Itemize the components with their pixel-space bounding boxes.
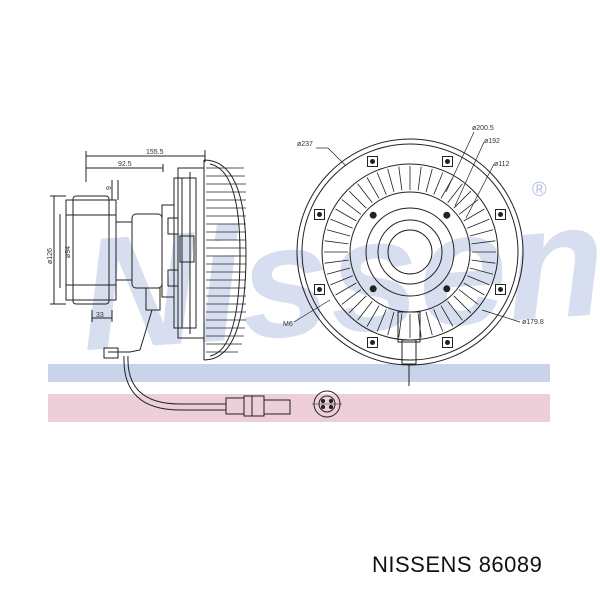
mounting-lug [442, 337, 453, 348]
fin-line [326, 267, 351, 275]
fin-line [335, 282, 357, 296]
fin-line [440, 305, 454, 327]
fin-line [366, 305, 380, 327]
mounting-lug [442, 156, 453, 167]
fin-line [425, 168, 433, 193]
fin-line [324, 240, 349, 245]
mounting-lug [314, 284, 325, 295]
dim-m6: M6 [283, 321, 293, 328]
fin-line [471, 240, 496, 245]
fin-line [425, 311, 433, 336]
fin-line [335, 208, 357, 222]
fin-line [326, 229, 351, 237]
mounting-lug [495, 284, 506, 295]
side-view [50, 150, 342, 418]
dim-33: 33 [96, 312, 104, 319]
dim-92-5: 92.5 [118, 161, 132, 168]
fin-line [324, 259, 349, 264]
watermark-pink-band [48, 394, 550, 422]
fin-line [387, 168, 395, 193]
fin-line [447, 183, 463, 204]
dim-112: ø112 [494, 161, 510, 168]
dim-9: 9 [106, 186, 113, 190]
fin-line [447, 300, 463, 321]
fin-line [463, 208, 485, 222]
leader-lines [293, 131, 521, 323]
bolt-hole [317, 212, 322, 217]
dim-192: ø192 [484, 138, 500, 145]
fin-line [469, 267, 494, 275]
bolt-hole [445, 159, 450, 164]
dimension-labels: 155.5 92.5 9 ø126 ø94 33 ø237 ø200.5 ø19… [47, 125, 544, 328]
fin-line [463, 282, 485, 296]
mounting-lug [314, 209, 325, 220]
fin-line [341, 289, 362, 305]
fin-line [467, 275, 490, 286]
dim-94: ø94 [65, 246, 72, 258]
bolt-hole [498, 212, 503, 217]
bolt-hole [370, 159, 375, 164]
fin-line [357, 183, 373, 204]
fin-line [433, 172, 444, 195]
dim-179-8: ø179.8 [522, 319, 544, 326]
fin-line [387, 311, 395, 336]
fin-line [458, 289, 479, 305]
fin-line [330, 218, 353, 229]
fin-line [467, 218, 490, 229]
hub-bolt [369, 211, 377, 219]
fin-line [376, 172, 387, 195]
hub-bolt [369, 285, 377, 293]
hub-bolt [443, 211, 451, 219]
fin-line [433, 309, 444, 332]
mounting-lug [367, 337, 378, 348]
watermark-trademark: ® [532, 179, 547, 201]
fin-line [357, 300, 373, 321]
dim-126: ø126 [47, 248, 54, 264]
fin-line [453, 295, 472, 314]
fin-line [376, 309, 387, 332]
fin-line [348, 295, 367, 314]
watermark-blue-band [48, 364, 550, 382]
fin-line [453, 190, 472, 209]
fin-line [471, 259, 496, 264]
fin-line [341, 199, 362, 215]
bolt-hole [317, 287, 322, 292]
hub-bolt [443, 285, 451, 293]
mounting-lug [495, 209, 506, 220]
fin-line [417, 166, 422, 191]
dim-155-5: 155.5 [146, 149, 164, 156]
bolt-hole [370, 340, 375, 345]
fin-line [398, 313, 403, 338]
fin-line [398, 166, 403, 191]
dim-200-5: ø200.5 [472, 125, 494, 132]
fin-line [469, 229, 494, 237]
mounting-lug [367, 156, 378, 167]
bolt-hole [445, 340, 450, 345]
front-view [296, 138, 524, 386]
fin-line [366, 177, 380, 199]
part-caption: NISSENS 86089 [372, 552, 543, 577]
fin-line [348, 190, 367, 209]
dim-237: ø237 [297, 141, 313, 148]
bolt-hole [498, 287, 503, 292]
fin-line [330, 275, 353, 286]
fin-line [458, 199, 479, 215]
